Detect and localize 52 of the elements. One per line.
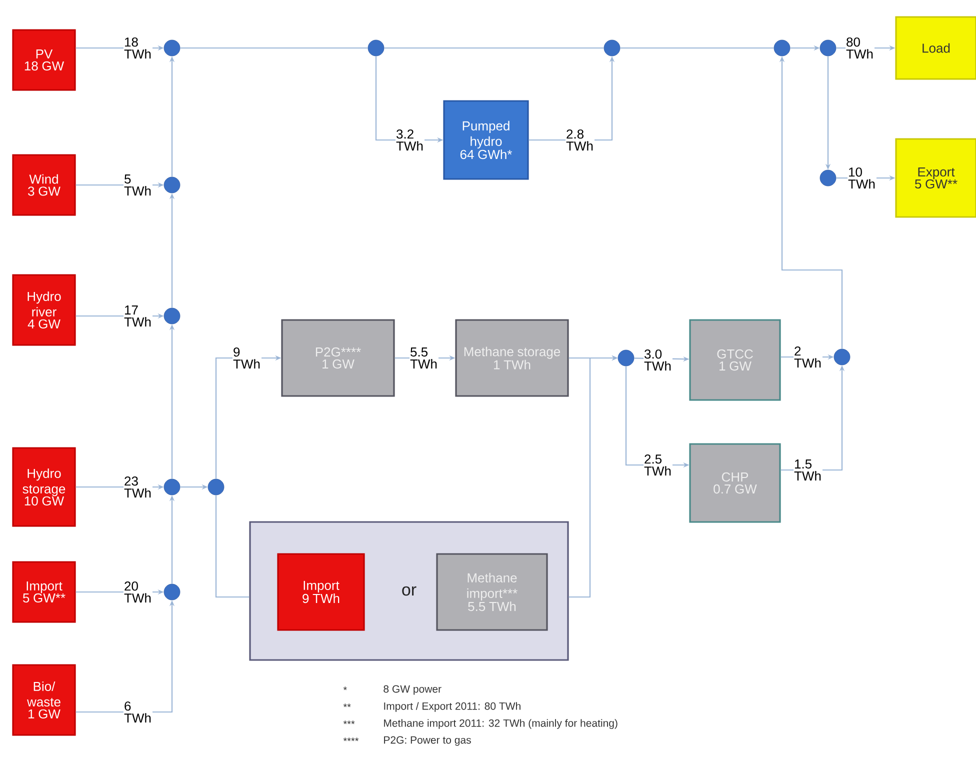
storage-box: Methane storage 1 TWh (455, 319, 569, 397)
junction-dot (368, 40, 384, 56)
junction-dot (164, 308, 180, 324)
junction-dot (164, 176, 180, 194)
edge-label: 18 TWh (124, 36, 152, 60)
footnote-mark: *** (343, 720, 355, 724)
junction-dot (164, 584, 180, 600)
edge-label: 17 TWh (124, 305, 152, 327)
plant-box: GTCC 1 GW (689, 319, 781, 401)
edge-label: 3.2 TWh (396, 128, 424, 152)
sink-box: Load (895, 16, 976, 80)
junction-dot (208, 478, 224, 496)
sink-box: Export 5 GW** (895, 138, 976, 218)
import-box: Methane import*** 5.5 TWh (436, 553, 548, 631)
footnote-text: Methane import 2011: 32 TWh (mainly for heating) (384, 719, 618, 729)
edge-label: 2.5 TWh (644, 454, 672, 476)
junction-dot (774, 40, 790, 56)
junction-dot (604, 40, 620, 56)
footnote-text: P2G: Power to gas (384, 736, 471, 746)
footnote-text: 8 GW power (384, 685, 442, 695)
junction-dot (164, 478, 180, 496)
edge-label: 6 TWh (124, 700, 152, 724)
edge-label: 2.8 TWh (566, 128, 594, 152)
junction-dot (164, 40, 180, 56)
edge-label: 2 TWh (794, 346, 823, 368)
source-box: Hydro storage 10 GW (12, 447, 76, 527)
junction-dot (618, 350, 634, 366)
edge-label: 3.0 TWh (644, 348, 672, 372)
edge-label: 80 TWh (846, 36, 874, 60)
footnote-text: Import / Export 2011: 80 TWh (384, 702, 520, 712)
storage-box: Pumped hydro 64 GWh* (443, 100, 529, 180)
edge-label: 1.5 TWh (794, 459, 823, 481)
edge-label: 20 TWh (124, 580, 152, 604)
source-box: Wind 3 GW (12, 154, 76, 216)
source-box: PV 18 GW (12, 29, 76, 91)
source-box: Import 5 GW** (12, 561, 76, 623)
source-box: Hydro river 4 GW (12, 274, 76, 346)
edge-label: 5 TWh (124, 174, 152, 196)
process-box: P2G**** 1 GW (281, 319, 395, 397)
footnote-mark: ** (343, 704, 351, 708)
source-box: Bio/ waste 1 GW (12, 664, 76, 736)
junction-dot (834, 348, 850, 366)
junction-dot (820, 170, 836, 186)
import-box: Import 9 TWh (277, 553, 365, 631)
edge-label: 23 TWh (124, 476, 152, 498)
edge-label: 5.5 TWh (410, 347, 438, 369)
edge-label: 9 TWh (232, 346, 262, 370)
edge-label: 10 TWh (848, 166, 877, 190)
footnote-mark: * (343, 686, 347, 690)
footnote-mark: **** (343, 738, 359, 742)
plant-box: CHP 0.7 GW (689, 443, 781, 523)
junction-dot (820, 40, 836, 56)
